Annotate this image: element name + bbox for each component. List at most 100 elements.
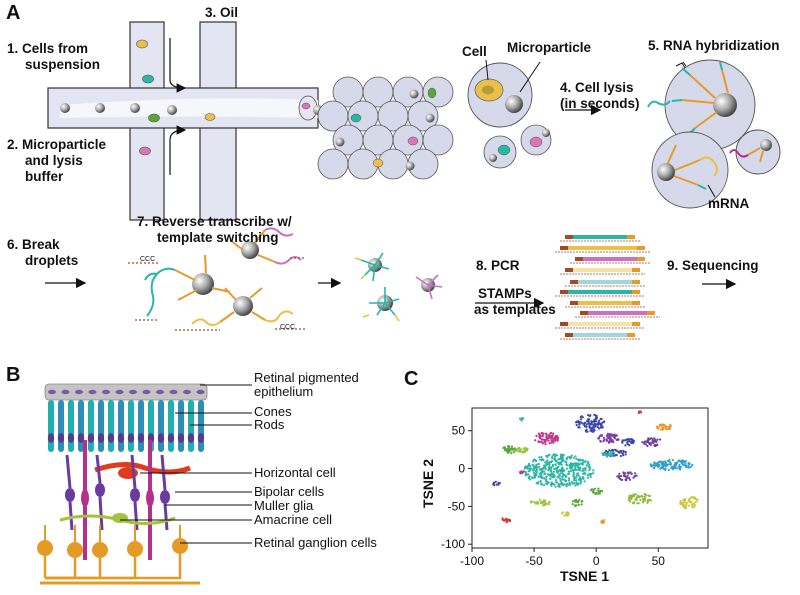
tsne-point	[548, 436, 551, 439]
tsne-point	[551, 465, 555, 468]
label-amacrine-cell: Amacrine cell	[254, 512, 333, 527]
tsne-point	[640, 411, 643, 414]
tsne-point	[610, 452, 613, 456]
tsne-point	[535, 469, 538, 472]
tsne-point	[598, 427, 601, 430]
tsne-point	[541, 467, 544, 470]
tsne-point	[540, 431, 543, 435]
tsne-point	[646, 444, 649, 448]
tsne-point	[650, 464, 653, 467]
tsne-point	[603, 452, 606, 455]
tsne-point	[536, 482, 540, 485]
tsne-point	[626, 442, 629, 445]
tsne-point	[579, 415, 583, 419]
tsne-point	[661, 462, 665, 465]
tsne-point	[572, 463, 575, 466]
tsne-point	[582, 472, 585, 475]
tsne-point	[566, 514, 569, 517]
label-rods: Rods	[254, 417, 285, 432]
tsne-point	[659, 428, 662, 431]
tsne-point	[523, 447, 526, 450]
tsne-point	[693, 506, 696, 509]
tsne-point	[517, 450, 520, 453]
step-4-label: 4. Cell lysis(in seconds)	[560, 80, 640, 111]
tsne-point	[623, 472, 626, 475]
tsne-point	[571, 481, 574, 484]
tsne-point	[577, 474, 580, 477]
tsne-point	[588, 464, 591, 467]
tsne-point	[492, 481, 495, 484]
y-tick-label: 50	[452, 424, 466, 438]
tsne-point	[547, 439, 550, 442]
tsne-point	[625, 479, 628, 482]
tsne-point	[550, 484, 553, 487]
step-9-label: 9. Sequencing	[667, 258, 759, 273]
tsne-point	[624, 444, 627, 447]
retina-diagram	[37, 383, 208, 585]
step-7-label: 7. Reverse transcribe w/template switchi…	[137, 214, 292, 245]
tsne-point	[643, 499, 646, 502]
tsne-point	[551, 455, 554, 458]
tsne-point	[560, 457, 564, 461]
tsne-point	[596, 426, 599, 429]
tsne-point	[585, 430, 588, 433]
tsne-point	[558, 477, 562, 480]
tsne-point	[597, 437, 600, 440]
tsne-point	[556, 454, 559, 457]
tsne-point	[641, 501, 645, 504]
tsne-point	[532, 500, 535, 503]
tsne-point	[660, 466, 663, 469]
label-cones: Cones	[254, 404, 292, 419]
tsne-point	[621, 478, 624, 481]
tsne-point	[670, 466, 673, 469]
tsne-point	[609, 440, 613, 443]
tsne-point	[655, 425, 659, 428]
tsne-point	[584, 460, 587, 463]
tsne-point	[607, 441, 611, 444]
tsne-point	[559, 483, 562, 486]
tsne-point	[513, 447, 516, 450]
tsne-point	[585, 423, 588, 426]
tsne-point	[583, 423, 586, 427]
tsne-point	[688, 466, 691, 469]
tsne-point	[649, 442, 652, 445]
tsne-point	[555, 481, 559, 484]
tsne-point	[668, 458, 671, 461]
tsne-point	[637, 411, 641, 415]
tsne-point	[689, 465, 693, 468]
tsne-point	[559, 455, 562, 458]
single-droplet-lysis	[467, 59, 602, 169]
tsne-point	[692, 502, 696, 505]
tsne-point	[557, 463, 561, 466]
tsne-point	[578, 422, 581, 425]
tsne-point	[550, 470, 553, 473]
tsne-point	[541, 434, 544, 437]
tsne-point	[685, 464, 688, 467]
tsne-point	[579, 482, 582, 485]
label-retinal-ganglion-cells: Retinal ganglion cells	[254, 535, 377, 550]
panel-label-a: A	[6, 2, 21, 24]
tsne-point	[659, 438, 662, 441]
tsne-point	[593, 487, 597, 490]
tsne-point	[679, 460, 682, 463]
tsne-point	[575, 481, 578, 484]
tsne-point	[530, 467, 533, 470]
tsne-point	[548, 474, 551, 477]
tsne-point	[571, 500, 575, 503]
tsne-point	[618, 477, 622, 480]
tsne-point	[545, 463, 548, 466]
tsne-point	[594, 425, 597, 428]
tsne-point	[602, 519, 606, 522]
tsne-point	[562, 473, 565, 476]
tsne-point	[556, 470, 559, 473]
tsne-point	[553, 483, 556, 486]
tsne-point	[524, 474, 527, 477]
tsne-point	[569, 456, 573, 459]
tsne-point	[662, 423, 665, 426]
tsne-point	[581, 469, 584, 472]
tsne-point	[623, 439, 626, 442]
tsne-point	[649, 499, 652, 502]
tsne-point	[564, 460, 567, 463]
